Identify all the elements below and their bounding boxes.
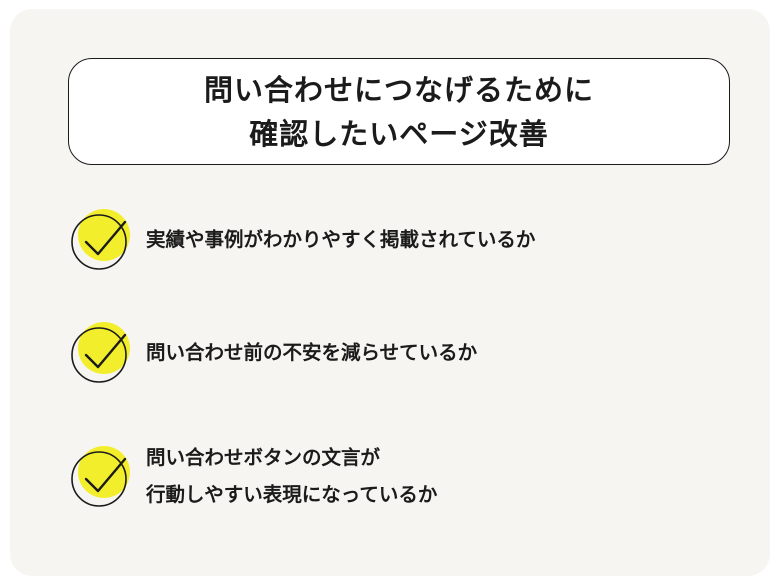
checklist-item-line: 問い合わせ前の不安を減らせているか bbox=[146, 340, 478, 364]
checklist-item-line: 問い合わせボタンの文言が bbox=[146, 446, 381, 469]
title-box: 問い合わせにつなげるために 確認したいページ改善 bbox=[68, 58, 730, 165]
check-circle-icon bbox=[66, 204, 136, 274]
checklist-card: 問い合わせにつなげるために 確認したいページ改善 bbox=[10, 9, 770, 576]
checklist-item-line: 実績や事例がわかりやすく掲載されているか bbox=[146, 227, 536, 251]
checklist-item-line: 行動しやすい表現になっているか bbox=[146, 483, 438, 506]
check-circle-icon bbox=[66, 441, 136, 511]
checklist-item-3: 問い合わせボタンの文言が 行動しやすい表現になっているか bbox=[66, 439, 437, 513]
checklist-item-2: 問い合わせ前の不安を減らせているか bbox=[66, 317, 477, 387]
title-line-1: 問い合わせにつなげるために bbox=[203, 72, 594, 107]
title-line-2: 確認したいページ改善 bbox=[249, 116, 549, 151]
check-circle-icon bbox=[66, 317, 136, 387]
checklist-item-text: 問い合わせボタンの文言が 行動しやすい表現になっているか bbox=[146, 439, 437, 513]
checklist-item-text: 問い合わせ前の不安を減らせているか bbox=[146, 334, 477, 371]
checklist-item-1: 実績や事例がわかりやすく掲載されているか bbox=[66, 204, 535, 274]
checklist-item-text: 実績や事例がわかりやすく掲載されているか bbox=[146, 221, 535, 258]
